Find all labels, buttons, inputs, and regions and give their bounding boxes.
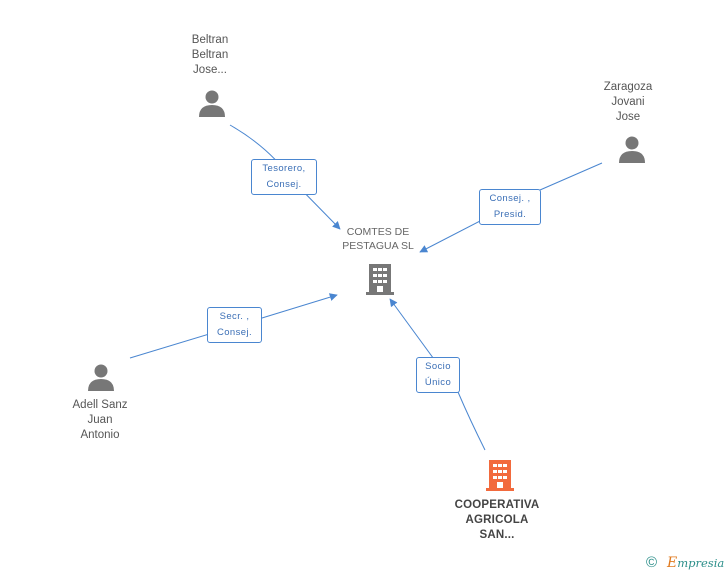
brand-name: Empresia bbox=[667, 555, 725, 571]
company-name-cooperativa[interactable]: COOPERATIVA AGRICOLA SAN... bbox=[454, 499, 540, 541]
edge-adell bbox=[129, 293, 338, 359]
building-icon[interactable] bbox=[364, 262, 396, 296]
role-badge-cooperativa[interactable]: Socio Único bbox=[416, 357, 460, 393]
role-badge-zaragoza[interactable]: Consej. , Presid. bbox=[479, 189, 541, 225]
role-badge-beltran[interactable]: Tesorero, Consej. bbox=[251, 159, 317, 195]
person-icon[interactable] bbox=[197, 88, 227, 118]
person-icon[interactable] bbox=[86, 362, 116, 392]
person-name-zaragoza[interactable]: Zaragoza Jovani Jose bbox=[603, 81, 653, 123]
highlight-building-icon[interactable] bbox=[484, 458, 516, 492]
empresia-logo: © Empresia bbox=[646, 554, 724, 572]
center-company-name[interactable]: COMTES DE PESTAGUA SL bbox=[342, 226, 414, 252]
person-name-beltran[interactable]: Beltran Beltran Jose... bbox=[191, 34, 229, 76]
person-name-adell[interactable]: Adell Sanz Juan Antonio bbox=[72, 399, 128, 441]
copyright-icon: © bbox=[646, 554, 658, 571]
person-icon[interactable] bbox=[617, 134, 647, 164]
role-badge-adell[interactable]: Secr. , Consej. bbox=[207, 307, 262, 343]
